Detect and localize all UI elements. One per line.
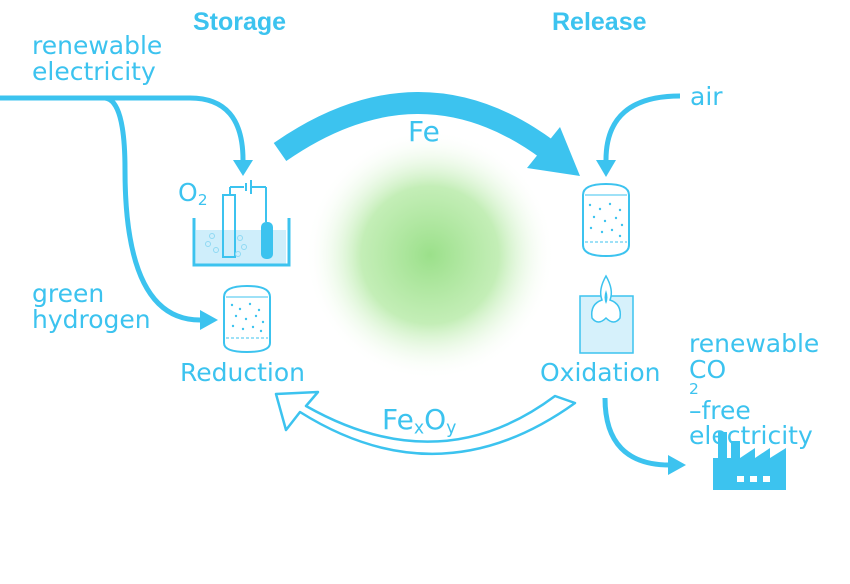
hydrogen-arrow-head bbox=[200, 310, 218, 330]
renewable-line bbox=[0, 95, 246, 161]
air-label: air bbox=[690, 82, 723, 111]
renewable-electricity-label: renewable electricity bbox=[32, 31, 163, 86]
storage-heading: Storage bbox=[193, 8, 287, 36]
fexoy-arrow bbox=[274, 390, 577, 455]
air-arrow-head bbox=[596, 160, 616, 177]
factory-icon bbox=[713, 432, 786, 490]
oxidation-reactor-icon bbox=[582, 182, 630, 258]
green-hydrogen-label: green hydrogen bbox=[32, 279, 151, 334]
flame-combustor-icon bbox=[579, 274, 634, 354]
hydrogen-line bbox=[104, 95, 201, 323]
air-line bbox=[603, 93, 681, 161]
release-heading: Release bbox=[552, 8, 647, 36]
renewable-arrow-head bbox=[233, 160, 253, 176]
o2-label: O2 bbox=[178, 178, 208, 209]
fe-arrow bbox=[273, 92, 555, 162]
reduction-label: Reduction bbox=[180, 358, 305, 387]
fexoy-label: FexOy bbox=[382, 403, 457, 439]
fe-label: Fe bbox=[408, 115, 440, 148]
output-line bbox=[602, 397, 671, 468]
oxidation-label: Oxidation bbox=[540, 358, 661, 387]
output-arrow-head bbox=[668, 455, 686, 475]
reduction-reactor-icon bbox=[223, 284, 271, 354]
electrolyser-beaker-icon bbox=[192, 180, 291, 267]
fe-arrow-head bbox=[527, 127, 580, 176]
green-glow bbox=[305, 130, 555, 380]
